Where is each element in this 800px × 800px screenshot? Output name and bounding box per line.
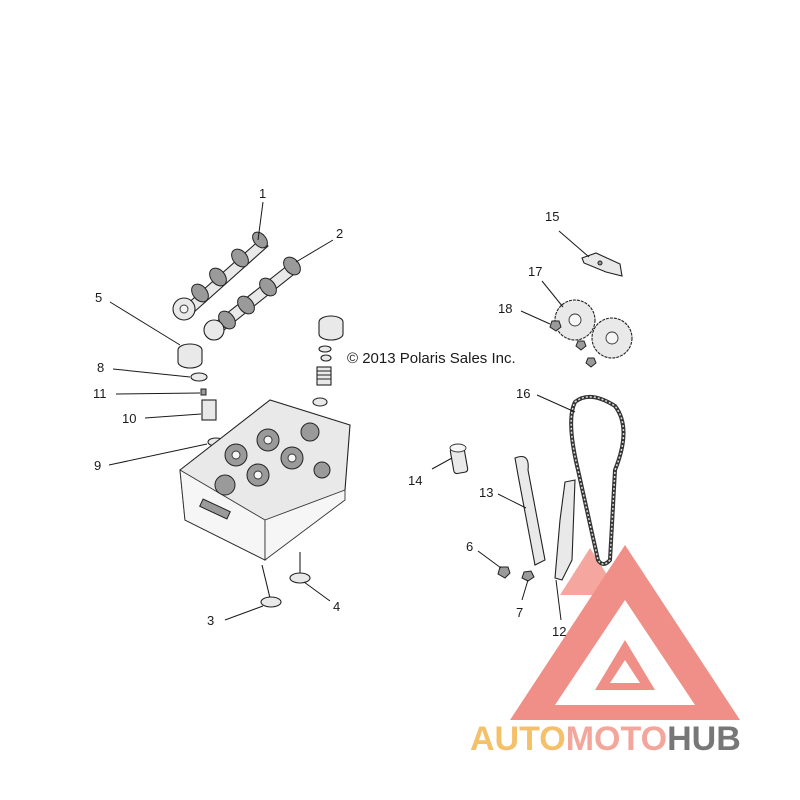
valve-retainer-right [318, 345, 332, 362]
callout-15: 15 [545, 209, 559, 224]
chain-guide-fixed [554, 479, 576, 581]
camshaft-intake [172, 231, 269, 321]
callout-13: 13 [479, 485, 493, 500]
leader-lines [108, 201, 590, 621]
callout-4: 4 [333, 599, 340, 614]
valve-intake [260, 564, 282, 608]
valve-bucket-left [177, 343, 203, 369]
callout-6: 6 [466, 539, 473, 554]
callout-14: 14 [408, 473, 422, 488]
bolt-6 [497, 566, 511, 579]
valve-retainer-left [190, 372, 208, 382]
valve-spring-left [201, 399, 217, 421]
callout-18: 18 [498, 301, 512, 316]
chain-tensioner [449, 443, 469, 475]
callout-7: 7 [516, 605, 523, 620]
callout-5: 5 [95, 290, 102, 305]
valve-keeper-left [200, 388, 207, 396]
callout-1: 1 [259, 186, 266, 201]
valve-exhaust [289, 552, 311, 584]
valve-bucket-right [318, 315, 344, 341]
callout-17: 17 [528, 264, 542, 279]
sprocket-bolt-lower [575, 340, 597, 368]
copyright-text: © 2013 Polaris Sales Inc. [347, 350, 516, 367]
valve-seal-right [312, 397, 328, 407]
cylinder-head [179, 399, 351, 561]
callout-11: 11 [93, 386, 107, 401]
watermark-logo-mark [510, 545, 740, 720]
callout-12: 12 [552, 624, 566, 639]
camshaft-exhaust [203, 256, 301, 341]
callout-3: 3 [207, 613, 214, 628]
callout-2: 2 [336, 226, 343, 241]
callout-9: 9 [94, 458, 101, 473]
cam-sprocket-exhaust [591, 317, 633, 359]
watermark-part-auto: AUTO [470, 720, 566, 758]
callout-8: 8 [97, 360, 104, 375]
valve-spring-right [316, 366, 332, 386]
callout-10: 10 [122, 411, 136, 426]
watermark-brand-text: AUTOMOTOHUB [470, 720, 741, 758]
chain-guide-tensioner [514, 455, 546, 566]
callout-16: 16 [516, 386, 530, 401]
watermark-part-moto: MOTO [566, 720, 667, 758]
watermark-part-hub: HUB [667, 720, 741, 758]
chain-guide-bracket [581, 252, 623, 277]
bolt-7 [521, 570, 535, 582]
timing-chain [569, 394, 626, 566]
sprocket-bolt-upper [549, 320, 562, 332]
cam-sprocket-intake [554, 299, 596, 341]
